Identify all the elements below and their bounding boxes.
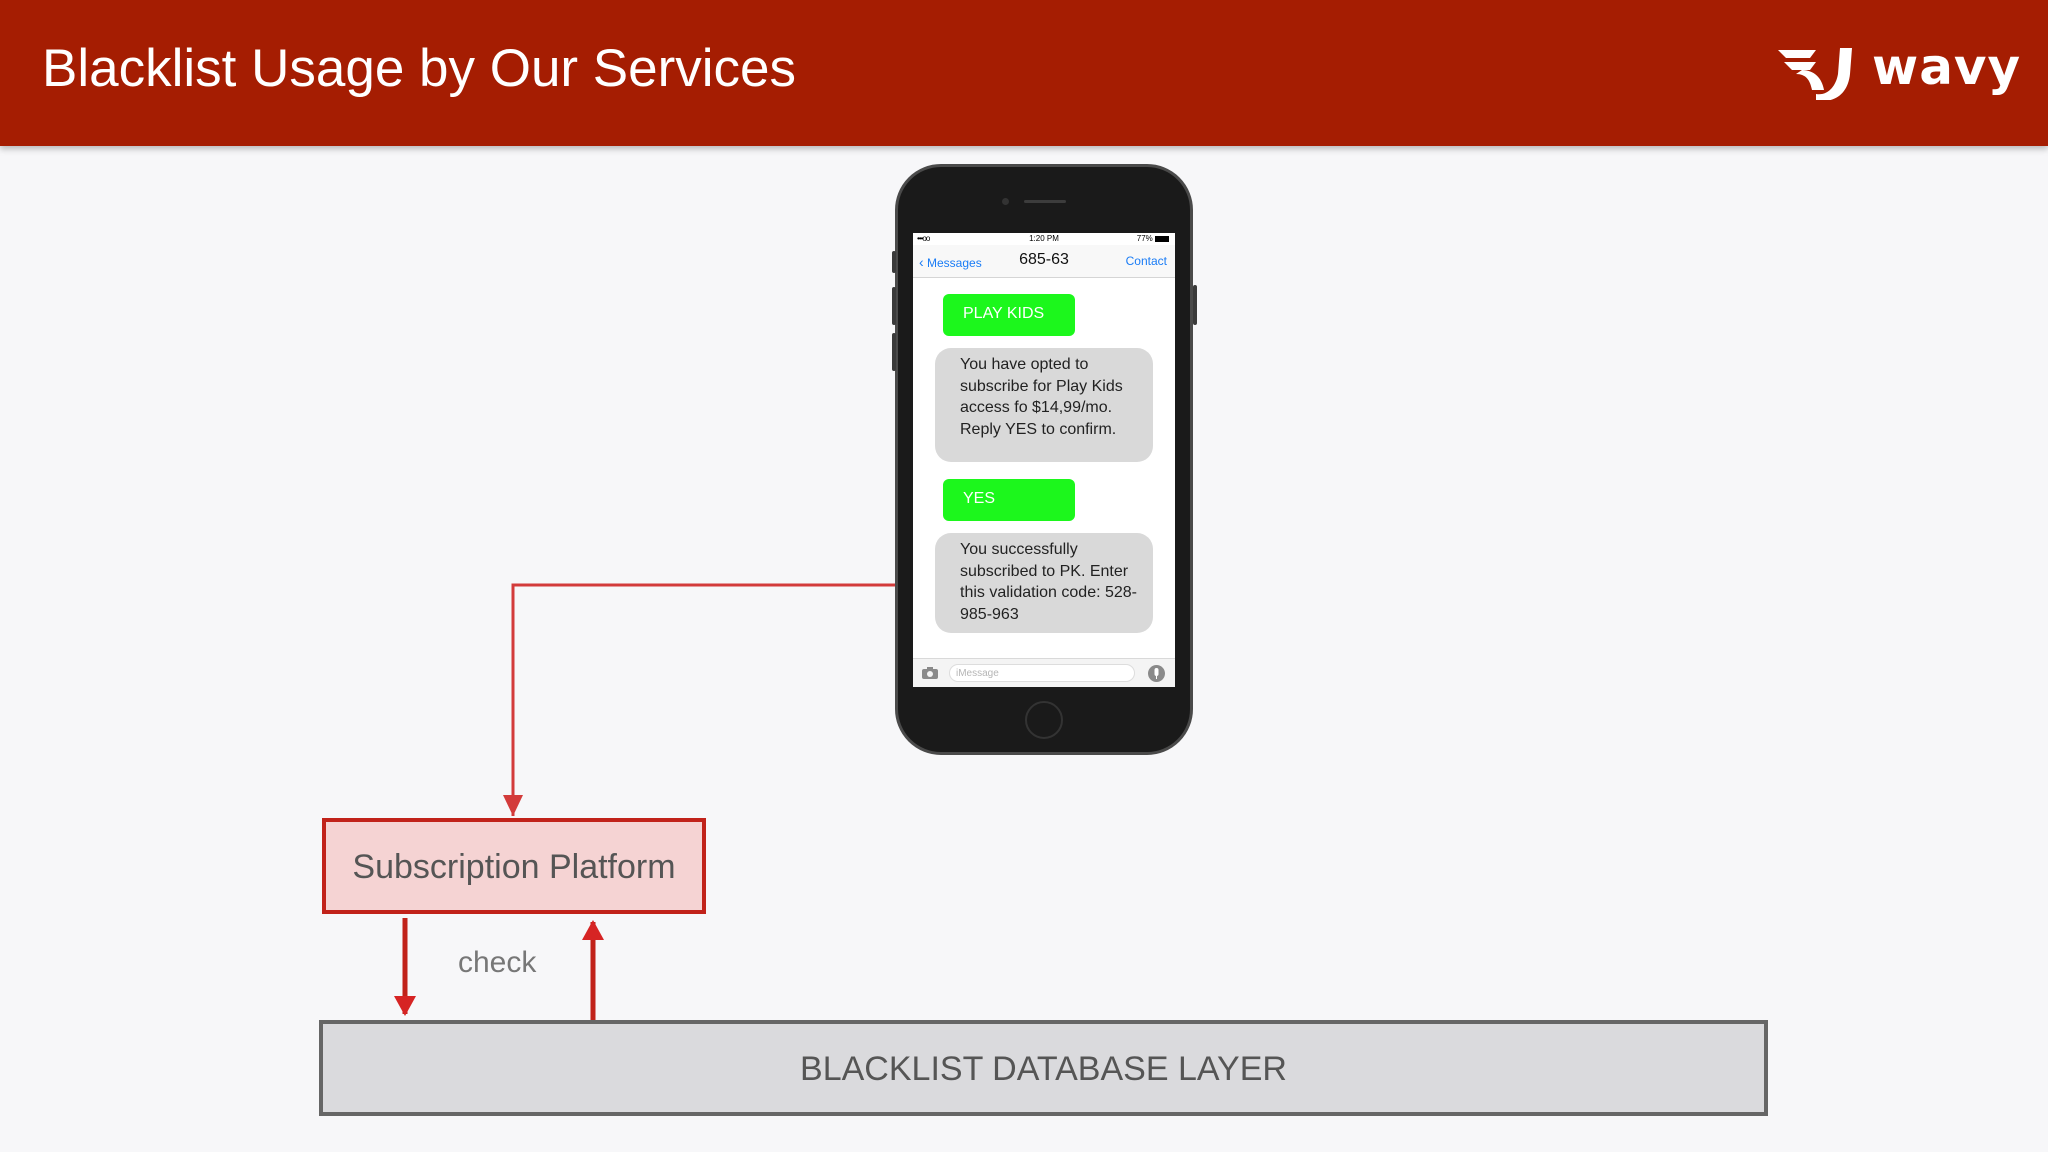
power-button [1193,285,1197,325]
battery-percent: 77% [1136,234,1153,243]
microphone-icon[interactable] [1148,665,1165,682]
message-text: You successfully subscribed to PK. Enter… [960,541,1137,623]
signal-indicator: •••oo [917,234,930,243]
logo-text: wavy [1872,38,2022,96]
camera-icon[interactable] [922,666,938,679]
back-label: Messages [927,256,982,270]
message-text: PLAY KIDS [963,305,1045,322]
subscription-platform-box: Subscription Platform [322,818,706,914]
slide-title: Blacklist Usage by Our Services [42,39,797,98]
messages-nav-bar: ‹ Messages 685-63 Contact [913,245,1175,278]
message-input-bar: iMessage [913,658,1175,687]
earpiece-speaker [1024,200,1066,203]
header-bar: Blacklist Usage by Our Services wavy [0,0,2048,146]
subscription-platform-label: Subscription Platform [352,848,676,886]
message-bubble-received: You successfully subscribed to PK. Enter… [935,533,1153,633]
phone-screen: •••oo 1:20 PM 77% ‹ Messages 685-63 Cont… [913,233,1175,687]
volume-down-button [892,333,896,371]
battery-indicator: 77% [1137,234,1169,243]
message-text: You have opted to subscribe for Play Kid… [960,356,1123,438]
message-text: YES [963,490,996,507]
conversation-title: 685-63 [1019,251,1069,268]
status-bar: •••oo 1:20 PM 77% [913,233,1175,245]
chevron-left-icon: ‹ [919,254,924,270]
side-button [892,251,896,273]
status-time: 1:20 PM [1029,234,1059,243]
imessage-input[interactable]: iMessage [949,664,1135,682]
database-layer-label: BLACKLIST DATABASE LAYER [800,1050,1287,1088]
front-camera [1002,198,1009,205]
message-bubble-sent: YES [943,479,1075,521]
check-label: check [458,946,537,979]
volume-up-button [892,287,896,325]
battery-icon [1155,235,1169,242]
message-bubble-sent: PLAY KIDS [943,294,1075,336]
back-button[interactable]: ‹ Messages [919,254,982,270]
message-bubble-received: You have opted to subscribe for Play Kid… [935,348,1153,462]
platform-to-phone-arrow [511,574,934,816]
wavy-logo: wavy [1776,38,2020,101]
phone-to-platform-arrowhead [503,795,523,816]
home-button[interactable] [1025,701,1063,739]
wavy-logo-icon [1778,48,1852,101]
blacklist-database-layer-box: BLACKLIST DATABASE LAYER [319,1020,1768,1116]
smartphone: •••oo 1:20 PM 77% ‹ Messages 685-63 Cont… [892,164,1197,755]
contact-button[interactable]: Contact [1125,254,1167,268]
